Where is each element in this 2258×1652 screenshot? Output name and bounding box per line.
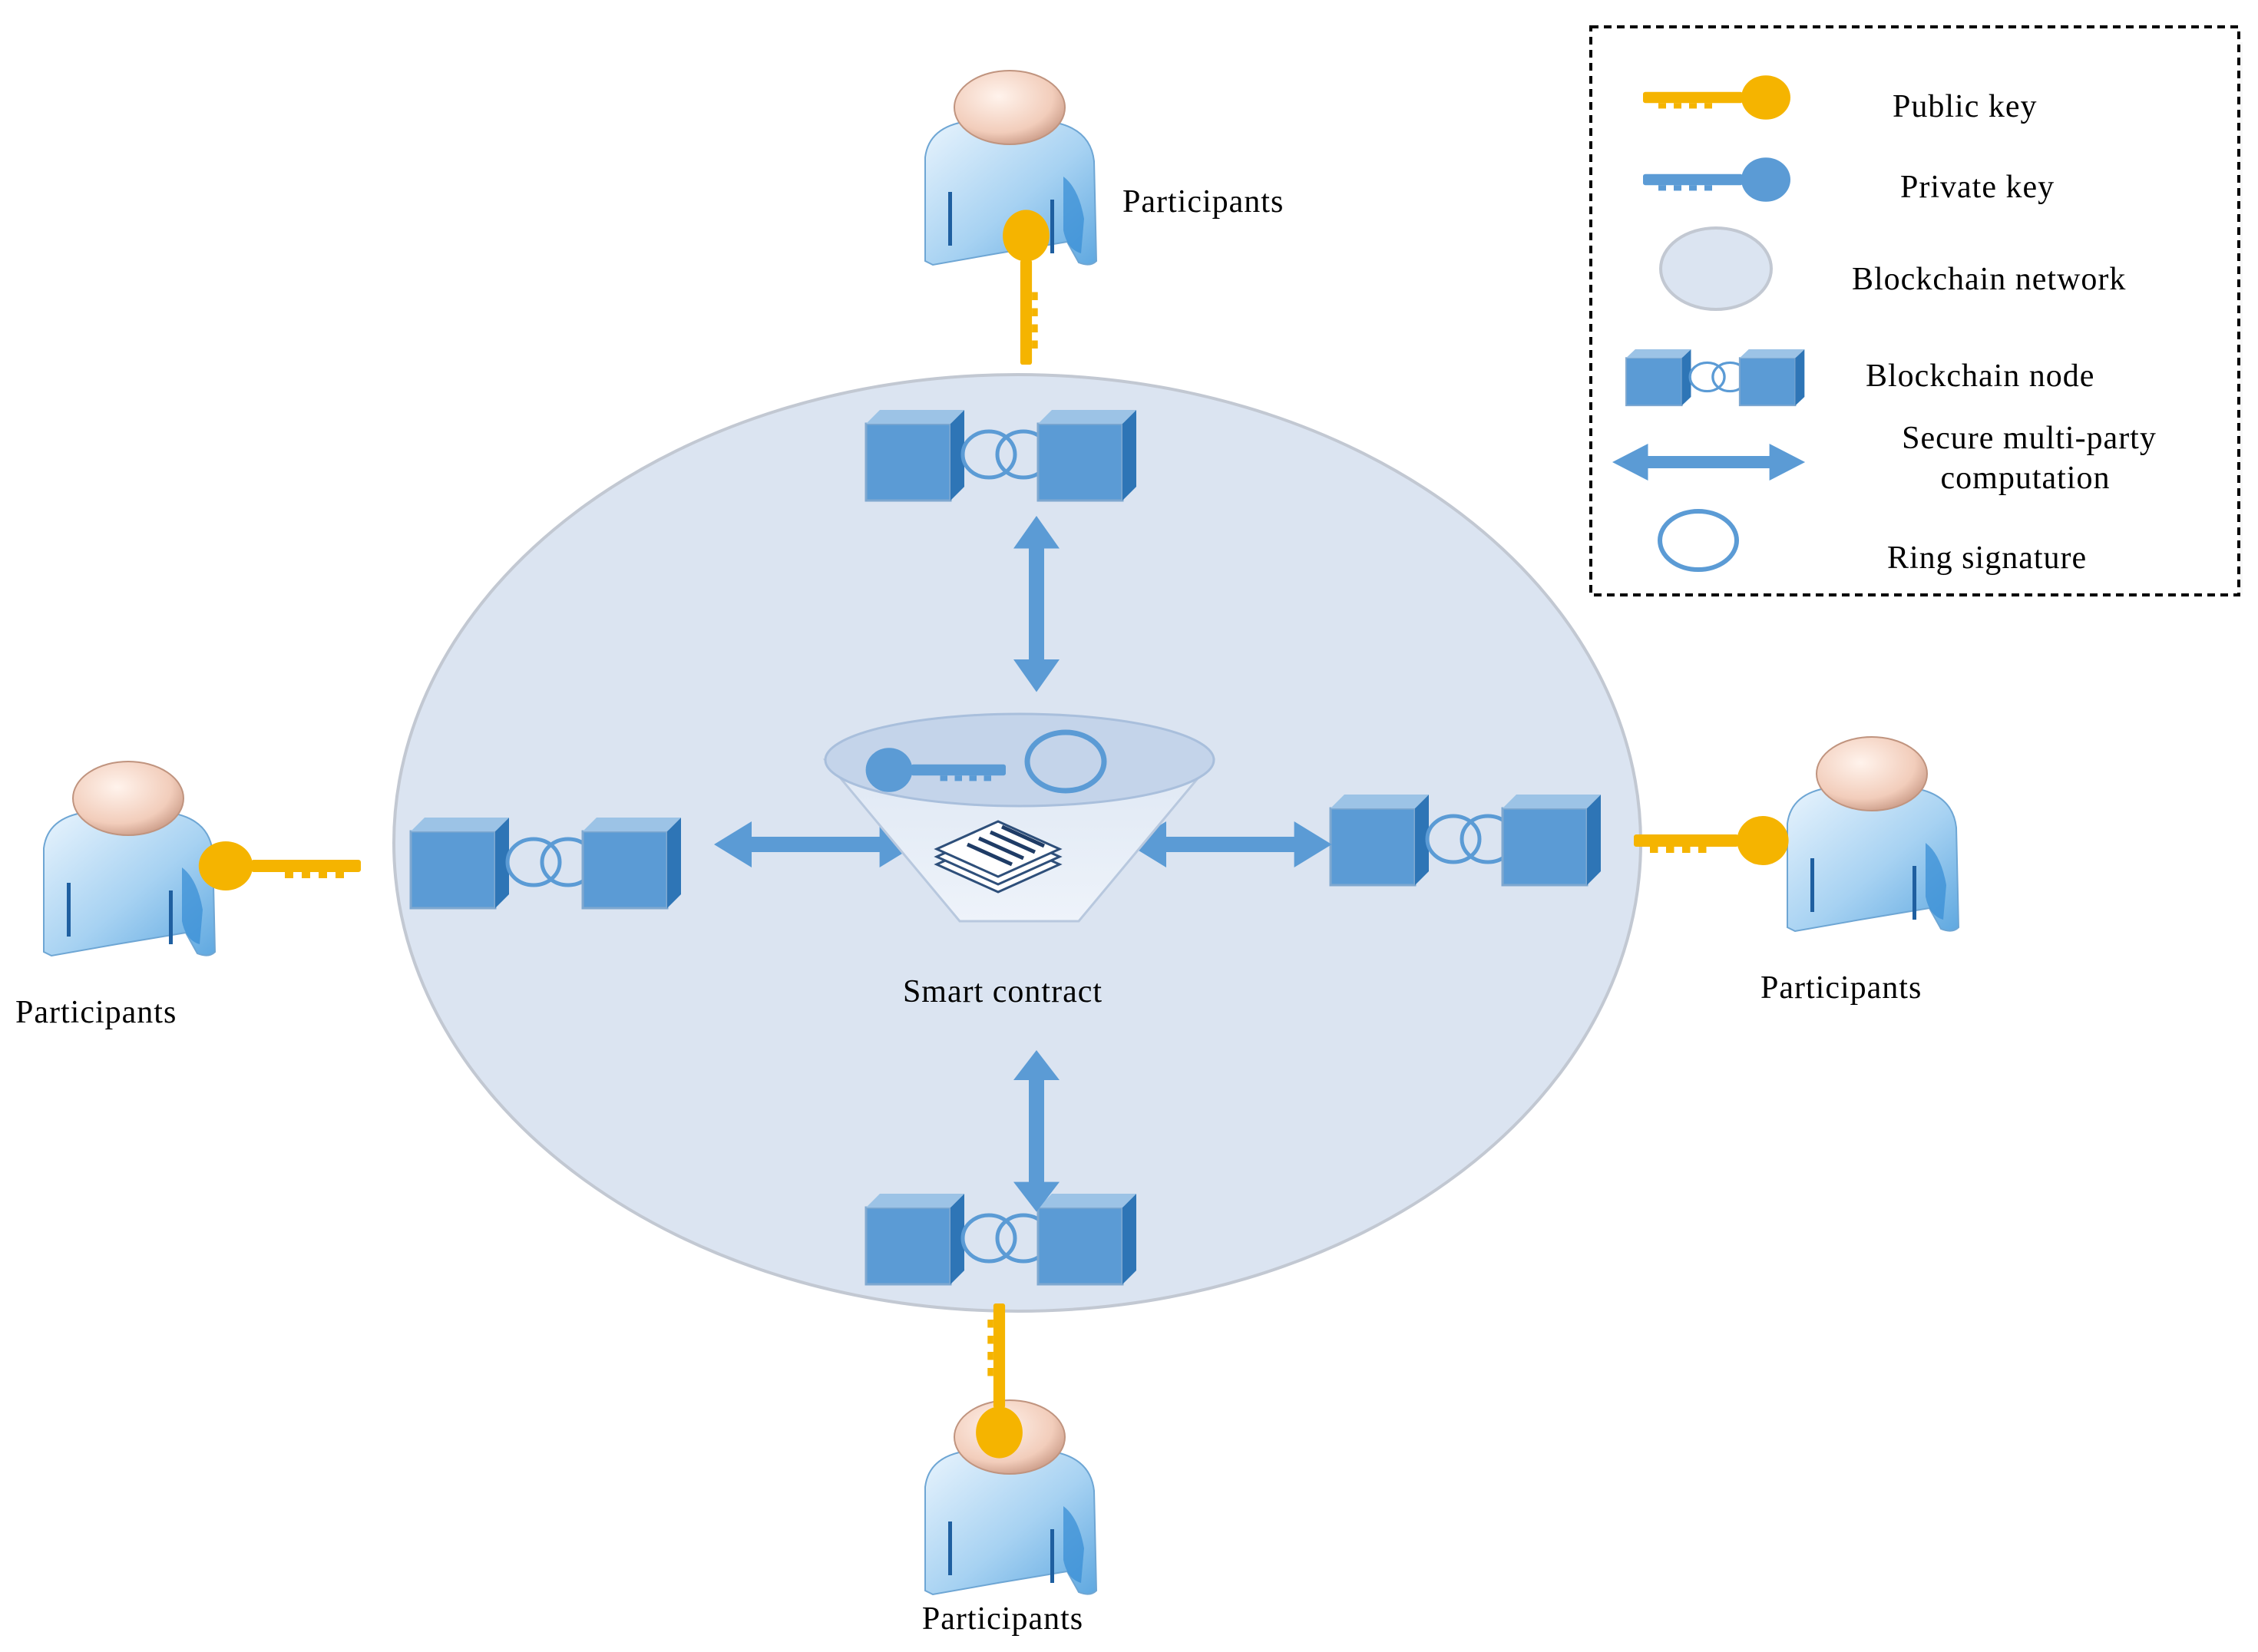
participant-right-icon <box>1787 736 1959 932</box>
legend-smpc-label-line1: Secure multi-party <box>1902 421 2157 456</box>
legend-public-key-label: Public key <box>1893 89 2037 124</box>
smart-contract-icon <box>822 712 1216 923</box>
legend-blockchain-node-label: Blockchain node <box>1866 358 2094 394</box>
public-key-left <box>198 841 361 890</box>
smart-contract-label: Smart contract <box>903 974 1103 1009</box>
legend-public-key-icon <box>1643 75 1790 120</box>
legend-private-key-label: Private key <box>1900 170 2055 205</box>
public-key-right <box>1634 816 1789 865</box>
participant-left-label: Participants <box>15 995 177 1030</box>
legend: Public key Private key Blockchain networ… <box>1589 25 2243 596</box>
participant-left-icon <box>43 761 216 957</box>
participant-right-label: Participants <box>1760 970 1922 1006</box>
participant-top-label: Participants <box>1122 184 1284 220</box>
legend-ring-signature-label: Ring signature <box>1887 540 2087 576</box>
legend-blockchain-network-icon <box>1659 226 1773 311</box>
participant-bottom-label: Participants <box>922 1601 1083 1637</box>
legend-smpc-label-line2: computation <box>1941 461 2111 496</box>
public-key-top <box>1003 210 1050 365</box>
legend-ring-signature-icon <box>1658 509 1739 572</box>
legend-private-key-icon <box>1643 157 1790 202</box>
legend-blockchain-network-label: Blockchain network <box>1852 262 2126 297</box>
public-key-bottom <box>976 1303 1023 1459</box>
